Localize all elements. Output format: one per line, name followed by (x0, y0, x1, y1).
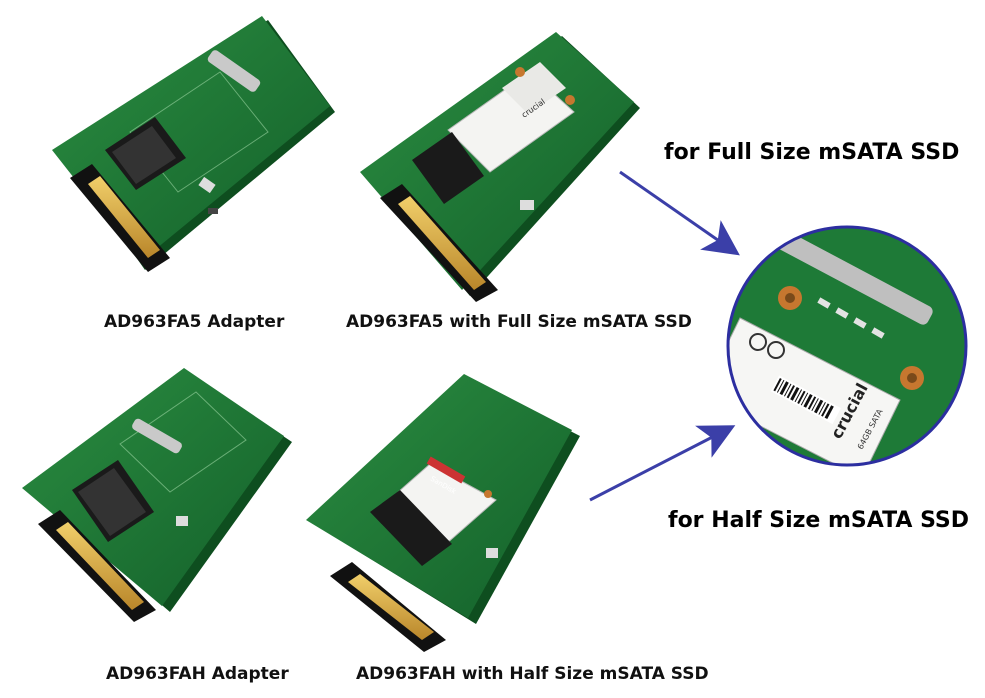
board-fa5-full-ssd: crucial (360, 32, 640, 302)
board-fa5-adapter (52, 16, 335, 272)
caption-fah-half: AD963FAH with Half Size mSATA SSD (356, 664, 709, 684)
arrow-to-zoom-bottom (589, 425, 736, 502)
caption-fa5-full: AD963FA5 with Full Size mSATA SSD (346, 312, 692, 332)
caption-fa5-adapter: AD963FA5 Adapter (104, 312, 285, 332)
zoom-detail-circle: crucial 64GB SATA (726, 225, 968, 467)
board-fah-adapter (22, 368, 292, 622)
heading-half-size: for Half Size mSATA SSD (668, 508, 970, 533)
heading-full-size: for Full Size mSATA SSD (664, 140, 960, 165)
arrow-to-zoom-top (619, 170, 740, 256)
caption-fah-adapter: AD963FAH Adapter (106, 664, 289, 684)
board-fah-half-ssd: SanDisk (306, 374, 580, 652)
